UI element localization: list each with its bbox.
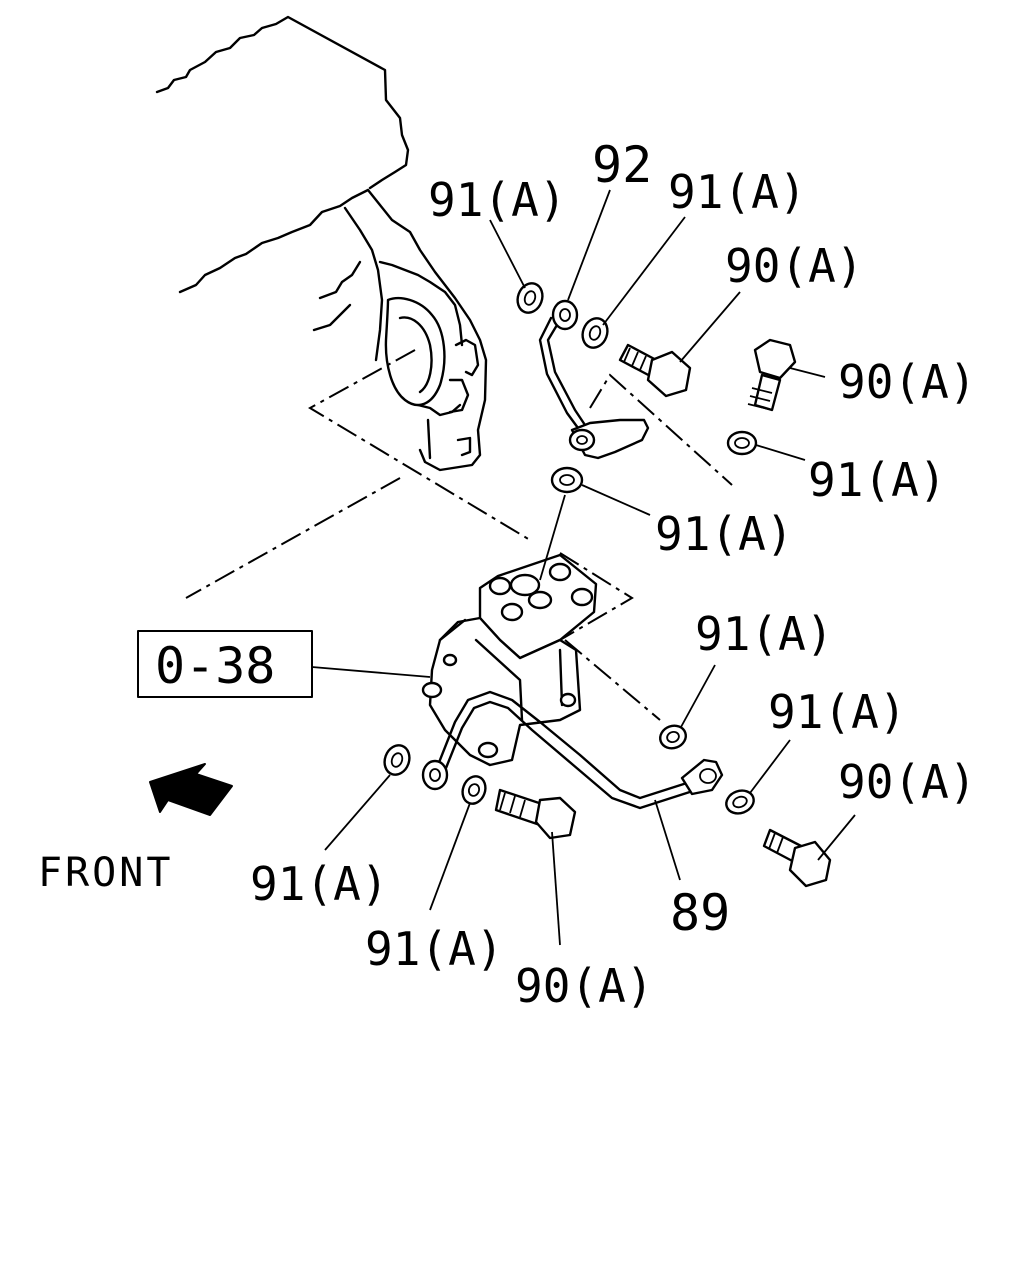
leader-lines (311, 189, 856, 946)
eye-bolts-90a (494, 338, 832, 888)
bolt-right (747, 338, 797, 412)
label-b90-right: 90(A) (838, 355, 976, 409)
label-b90-lower-right: 90(A) (838, 755, 976, 809)
label-w91-bottom-left: 91(A) (250, 857, 388, 911)
bolt-lower-right (762, 828, 832, 888)
washer-top-mid (581, 317, 609, 349)
label-w91-top-left: 91(A) (428, 173, 566, 227)
washer-lower-right (725, 789, 755, 815)
label-b90-bottom: 90(A) (515, 959, 653, 1013)
label-b90-top: 90(A) (725, 239, 863, 293)
label-w91-center: 91(A) (655, 507, 793, 561)
front-indicator: FRONT (38, 763, 233, 896)
callout-labels: 91(A) 92 91(A) 90(A) 90(A) 91(A) 91(A) 9… (250, 136, 976, 1013)
reference-box: 0-38 (137, 630, 313, 698)
washer-center (550, 466, 584, 494)
washer-top-left (516, 282, 544, 314)
washer-bottom-left (383, 744, 411, 776)
label-w91-mid-right: 91(A) (695, 607, 833, 661)
label-w91-right: 91(A) (808, 453, 946, 507)
engine-block-outline (155, 15, 488, 472)
label-w91-top-mid: 91(A) (668, 165, 806, 219)
label-p92: 92 (592, 136, 652, 194)
reference-box-label: 0-38 (155, 637, 275, 695)
washers-91a (383, 282, 758, 815)
pipe-92 (538, 299, 650, 460)
bolt-bottom (494, 788, 577, 840)
front-label: FRONT (38, 850, 173, 896)
label-w91-lower-right: 91(A) (768, 685, 906, 739)
washer-right (726, 430, 758, 456)
washer-mid-right (659, 724, 687, 750)
front-direction-arrow-icon (149, 763, 233, 816)
label-w91-bottom-mid: 91(A) (365, 922, 503, 976)
pipe-89 (421, 690, 724, 810)
label-p89: 89 (670, 884, 730, 942)
pump-assembly (421, 553, 598, 767)
washer-bottom-mid (461, 775, 487, 805)
bolt-top (618, 343, 692, 398)
